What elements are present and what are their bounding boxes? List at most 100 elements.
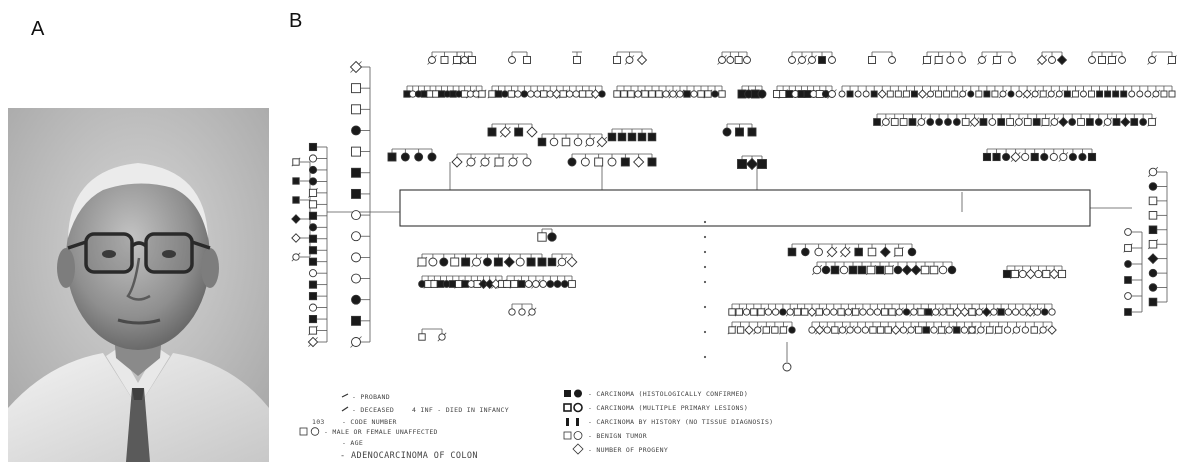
- male-symbol: [1011, 270, 1018, 277]
- male-symbol: [998, 309, 1004, 315]
- male-symbol: [1121, 91, 1127, 97]
- male-symbol: [1131, 119, 1138, 126]
- female-symbol: [440, 258, 448, 266]
- male-symbol: [930, 266, 938, 274]
- female-symbol: [755, 327, 761, 333]
- female-symbol: [1056, 91, 1062, 97]
- female-symbol: [1016, 91, 1022, 97]
- male-symbol: [614, 57, 621, 64]
- female-symbol: [855, 327, 861, 333]
- female-symbol: [523, 158, 531, 166]
- male-symbol: [885, 327, 891, 333]
- male-symbol: [309, 143, 316, 150]
- progeny-symbol: [452, 157, 462, 167]
- male-symbol: [983, 153, 990, 160]
- male-symbol: [479, 91, 485, 97]
- male-symbol: [772, 327, 778, 333]
- female-symbol: [532, 281, 539, 288]
- male-symbol: [1043, 270, 1050, 277]
- male-symbol: [729, 309, 735, 315]
- male-symbol: [998, 119, 1005, 126]
- female-symbol: [1153, 91, 1159, 97]
- male-symbol: [969, 309, 975, 315]
- legend-right-column: - CARCINOMA (HISTOLOGICALLY CONFIRMED) -…: [564, 390, 773, 455]
- female-symbol: [1051, 119, 1058, 126]
- male-symbol: [794, 309, 800, 315]
- male-symbol: [649, 91, 655, 97]
- male-symbol: [574, 57, 581, 64]
- male-symbol: [1149, 240, 1157, 248]
- history-female-icon: [576, 418, 579, 426]
- male-symbol: [309, 189, 316, 196]
- female-symbol: [894, 266, 902, 274]
- male-symbol: [729, 327, 735, 333]
- male-symbol: [309, 235, 316, 242]
- progeny-symbol: [878, 90, 886, 98]
- male-symbol: [541, 91, 547, 97]
- female-symbol: [509, 158, 517, 166]
- male-symbol: [309, 258, 316, 265]
- female-symbol: [401, 153, 409, 161]
- female-symbol: [765, 309, 771, 315]
- female-symbol: [940, 309, 946, 315]
- male-symbol: [1087, 119, 1094, 126]
- male-symbol: [648, 158, 656, 166]
- male-symbol: [1003, 270, 1010, 277]
- male-symbol: [847, 91, 853, 97]
- male-symbol: [569, 281, 576, 288]
- male-symbol: [538, 233, 546, 241]
- progeny-symbol: [892, 326, 900, 334]
- male-symbol: [763, 327, 769, 333]
- male-symbol: [952, 91, 958, 97]
- female-symbol: [521, 91, 527, 97]
- male-symbol: [1149, 197, 1157, 205]
- female-symbol: [1050, 153, 1057, 160]
- portrait-photo: [8, 108, 269, 462]
- male-symbol: [736, 128, 744, 136]
- female-symbol: [932, 309, 938, 315]
- male-symbol: [293, 197, 299, 203]
- female-symbol: [515, 91, 521, 97]
- legend-carcinoma-confirmed: - CARCINOMA (HISTOLOGICALLY CONFIRMED): [588, 390, 748, 398]
- male-symbol: [918, 309, 924, 315]
- female-symbol: [824, 327, 830, 333]
- legend-died-infancy: 4 INF - DIED IN INFANCY: [412, 406, 509, 414]
- female-symbol: [574, 138, 582, 146]
- male-symbol: [1149, 119, 1156, 126]
- male-symbol: [494, 258, 502, 266]
- male-symbol: [527, 258, 535, 266]
- female-symbol: [626, 57, 633, 64]
- male-symbol: [954, 327, 960, 333]
- female-symbol: [789, 327, 795, 333]
- progeny-symbol: [504, 257, 514, 267]
- male-symbol: [868, 248, 876, 256]
- male-symbol: [1149, 298, 1157, 306]
- male-symbol: [992, 91, 998, 97]
- female-symbol: [822, 266, 830, 274]
- male-symbol: [1125, 309, 1132, 316]
- male-symbol: [891, 119, 898, 126]
- male-symbol: [684, 91, 690, 97]
- female-symbol: [568, 158, 576, 166]
- male-symbol: [735, 57, 742, 64]
- female-symbol: [481, 158, 489, 166]
- male-symbol: [648, 133, 656, 141]
- unaffected-male-icon: [300, 428, 307, 435]
- progeny-symbol: [527, 127, 537, 137]
- female-symbol: [862, 327, 868, 333]
- male-symbol: [309, 201, 316, 208]
- male-symbol: [451, 258, 459, 266]
- male-symbol: [1125, 277, 1132, 284]
- progeny-symbol: [638, 56, 647, 65]
- female-symbol: [558, 258, 566, 266]
- male-symbol: [1033, 119, 1040, 126]
- male-symbol: [1169, 57, 1176, 64]
- male-symbol: [751, 309, 757, 315]
- male-symbol: [816, 309, 822, 315]
- male-symbol: [1161, 91, 1167, 97]
- female-symbol: [1032, 91, 1038, 97]
- female-symbol: [1145, 91, 1151, 97]
- female-symbol: [309, 304, 316, 311]
- male-symbol: [595, 158, 603, 166]
- male-symbol: [454, 57, 461, 64]
